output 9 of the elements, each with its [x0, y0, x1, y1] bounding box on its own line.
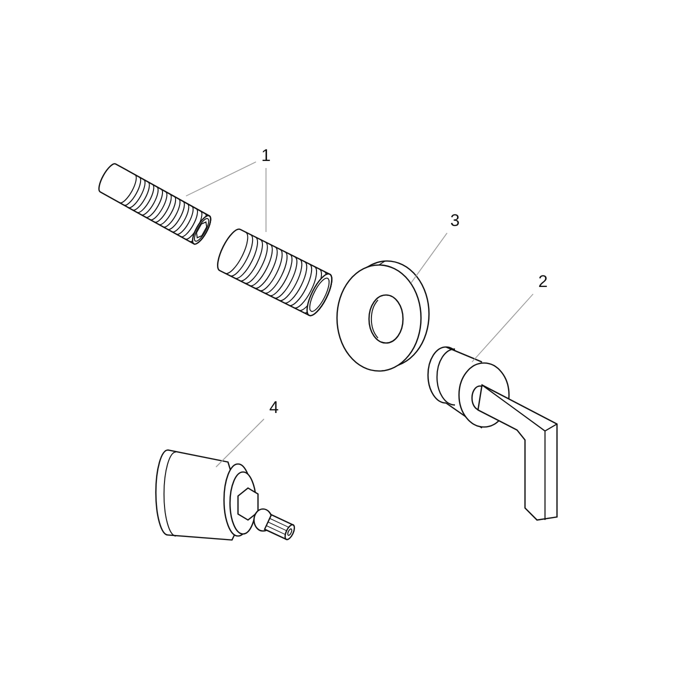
- leader-line: [410, 232, 448, 284]
- callout-number: 1: [256, 146, 276, 168]
- callout-number: 4: [264, 398, 284, 420]
- callout-number: 3: [445, 211, 465, 233]
- leader-line: [216, 418, 264, 468]
- lever-handle-drawing: [426, 345, 560, 523]
- leader-line: [472, 294, 534, 362]
- leader-line: [186, 161, 256, 196]
- callout-number: 2: [533, 272, 553, 294]
